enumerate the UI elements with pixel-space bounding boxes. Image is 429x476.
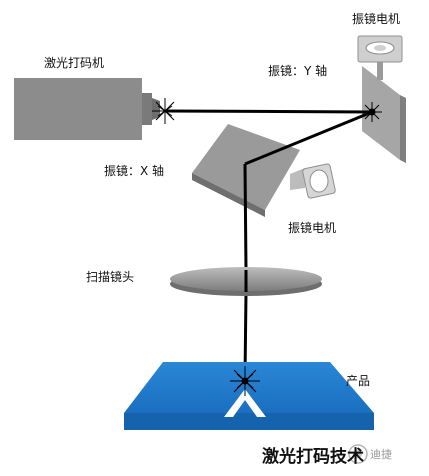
diagram-title: 激光打码技术 <box>262 447 364 467</box>
label-laser-machine: 激光打码机 <box>44 56 105 70</box>
starburst-laser <box>152 98 178 124</box>
label-mirror-x: 振镜：X 轴 <box>104 164 165 178</box>
starburst-mirror-y <box>362 102 382 122</box>
label-scan-lens: 扫描镜头 <box>86 270 135 284</box>
label-motor-top: 振镜电机 <box>352 12 401 26</box>
label-mirror-y: 振镜：Y 轴 <box>268 64 328 78</box>
label-motor-mid: 振镜电机 <box>288 221 337 235</box>
mirror-y-icon <box>357 35 406 163</box>
watermark-logo <box>348 444 368 464</box>
laser-machine-icon <box>14 78 160 140</box>
starburst-product <box>230 366 260 396</box>
mirror-x-icon <box>192 124 336 217</box>
watermark-text: 迪捷 <box>370 448 392 461</box>
label-product: 产品 <box>346 374 371 388</box>
product-plate-icon <box>124 362 374 430</box>
